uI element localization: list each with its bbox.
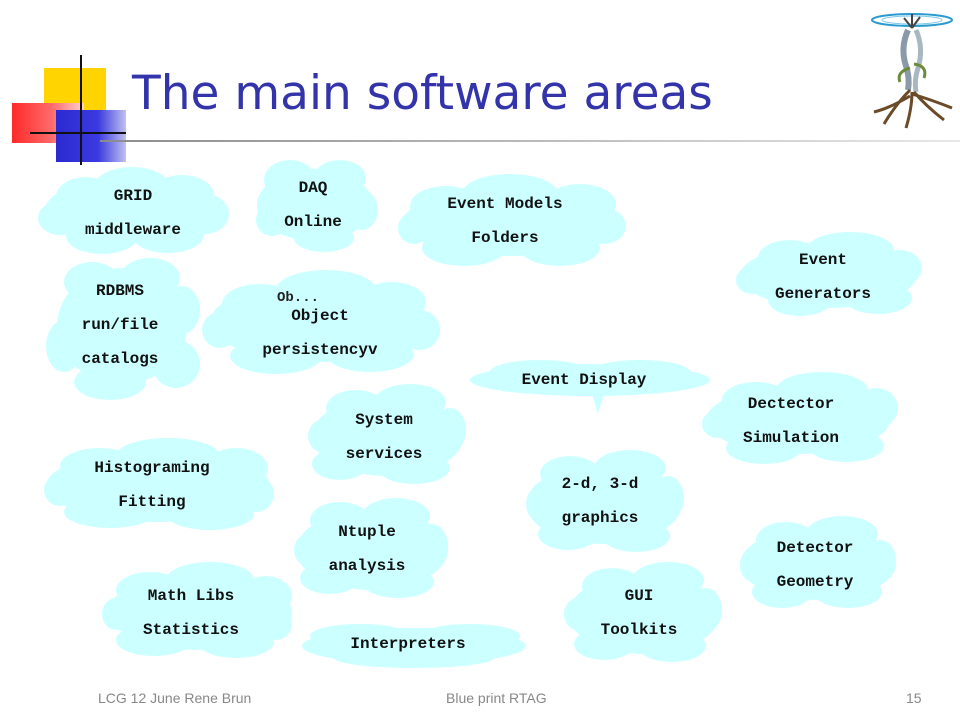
bubble-event-display: Event Display: [522, 363, 647, 397]
bubble-daq-online: DAQ Online: [284, 171, 342, 239]
bubble-shape-grid: [38, 167, 229, 254]
bubble-line: 2-d, 3-d: [561, 475, 639, 493]
bubble-line: Fitting: [118, 493, 186, 511]
bubble-shape-generators: [736, 232, 922, 316]
bubble-line: Event: [798, 251, 848, 269]
bubble-gui-toolkits: GUI Toolkits: [601, 579, 678, 647]
bubble-line: middleware: [84, 221, 182, 239]
bubble-shape-ntuple: [294, 498, 448, 598]
page-number: 15: [906, 690, 922, 706]
bubble-shape-geometry: [740, 516, 896, 608]
bubble-line: GUI: [624, 587, 654, 605]
bubble-event-models-folders: Event Models Folders: [447, 187, 562, 255]
bubble-line: Ntuple: [338, 523, 396, 541]
bubble-line: Math Libs: [147, 587, 235, 605]
bubble-math-libs-statistics: Math Libs Statistics: [143, 579, 239, 647]
bubble-shape-daq: [256, 160, 378, 252]
footer-title: Blue print RTAG: [446, 690, 547, 706]
bubble-shape-system: [308, 384, 466, 484]
bubble-line: DAQ: [298, 179, 328, 197]
bubble-line: analysis: [328, 557, 406, 575]
bubble-shape-rdbms: [46, 258, 200, 400]
bubble-line: services: [345, 445, 423, 463]
bubble-object-persistency: Object persistencyv: [262, 299, 377, 367]
bubble-shape-math: [102, 562, 292, 658]
decor-blue-square: [56, 110, 126, 162]
bubble-grid-middleware: GRID middleware: [85, 179, 181, 247]
bubble-shape-event-models: [398, 174, 626, 266]
bubble-line: GRID: [113, 187, 153, 205]
bubble-shape-graphics: [526, 450, 684, 552]
bubble-detector-simulation: Dectector Simulation: [743, 387, 839, 455]
bubble-line: catalogs: [81, 350, 159, 368]
decor-horizontal-line: [30, 132, 126, 134]
bubble-line: Dectector: [747, 395, 835, 413]
slide-title: The main software areas: [132, 66, 713, 121]
bubble-ntuple-analysis: Ntuple analysis: [329, 515, 406, 583]
bubble-shape-event-display: [470, 360, 710, 414]
bubble-line: Online: [284, 213, 342, 231]
bubble-line: run/file: [81, 316, 159, 334]
footer-author: LCG 12 June Rene Brun: [98, 690, 252, 706]
bubble-line: Detector: [776, 539, 854, 557]
bubble-line: Toolkits: [600, 621, 678, 639]
bubble-line: Statistics: [142, 621, 240, 639]
bubble-line: RDBMS: [95, 282, 144, 300]
bubble-line: Generators: [774, 285, 872, 303]
bubble-line: graphics: [561, 509, 639, 527]
bubble-line: Histograming: [94, 459, 210, 477]
bubble-line: Folders: [471, 229, 539, 247]
bubble-shape-simulation: [702, 372, 898, 464]
bubble-shape-histograming: [44, 438, 274, 530]
bubble-event-generators: Event Generators: [775, 243, 871, 311]
bubble-interpreters: Interpreters: [350, 627, 465, 661]
bubble-line: Event Models: [447, 195, 563, 213]
bubble-detector-geometry: Detector Geometry: [777, 531, 854, 599]
tree-figure-logo-icon: [871, 13, 953, 129]
bubble-hidden-text: Ob...: [276, 290, 320, 306]
bubble-line: Object: [291, 307, 349, 325]
bubble-shape-gui: [564, 562, 722, 662]
bubble-graphics: 2-d, 3-d graphics: [562, 467, 639, 535]
bubble-system-services: System services: [346, 403, 423, 471]
title-underline: [100, 140, 960, 142]
bubble-histograming-fitting: Histograming Fitting: [94, 451, 209, 519]
bubble-rdbms-catalogs: RDBMS run/file catalogs: [82, 274, 159, 376]
bubble-shape-interpreters: [302, 624, 526, 668]
bubble-shape-object: [202, 270, 440, 374]
bubble-line: persistencyv: [262, 341, 378, 359]
bubble-line: System: [355, 411, 413, 429]
bubble-line: Event Display: [521, 371, 647, 389]
decor-vertical-line: [80, 55, 82, 165]
bubble-line: Simulation: [742, 429, 840, 447]
bubble-line: Interpreters: [350, 635, 466, 653]
bubble-line: Geometry: [776, 573, 854, 591]
